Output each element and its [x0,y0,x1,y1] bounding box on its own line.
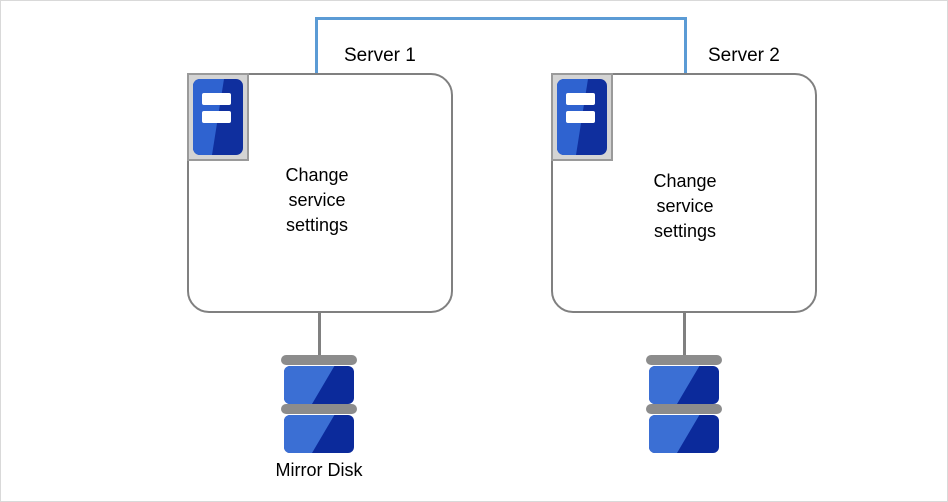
server-1-disk-connector [318,312,321,359]
server-1-body-text: Change service settings [285,165,349,235]
server-machine-icon [187,73,249,161]
cluster-link-right-segment [684,17,687,75]
mirror-disk-icon [281,355,357,459]
server-slot-upper-icon [202,92,231,105]
server-slot-upper-icon [566,92,595,105]
server-machine-icon [551,73,613,161]
server-2-body-text: Change service settings [653,171,717,241]
cluster-link-top-segment [315,17,687,20]
server-1-label: Server 1 [344,45,416,66]
cluster-interconnect-link [315,17,687,75]
disk-platter-lower [284,415,354,453]
mirror-disk-icon [646,355,722,459]
server-slot-lower-icon [202,110,231,123]
server-slot-lower-icon [566,110,595,123]
server-2-disk-connector [683,312,686,359]
disk-bar-lower [646,404,722,414]
disk-bar-upper [281,355,357,365]
disk-platter-lower [649,415,719,453]
disk-platter-upper [649,366,719,404]
mirror-disk-label: Mirror Disk [275,460,363,480]
disk-platter-upper [284,366,354,404]
disk-bar-lower [281,404,357,414]
server-2-label: Server 2 [708,45,780,66]
disk-bar-upper [646,355,722,365]
server-chassis-shape [193,79,243,155]
server-chassis-shape [557,79,607,155]
cluster-link-left-segment [315,17,318,75]
